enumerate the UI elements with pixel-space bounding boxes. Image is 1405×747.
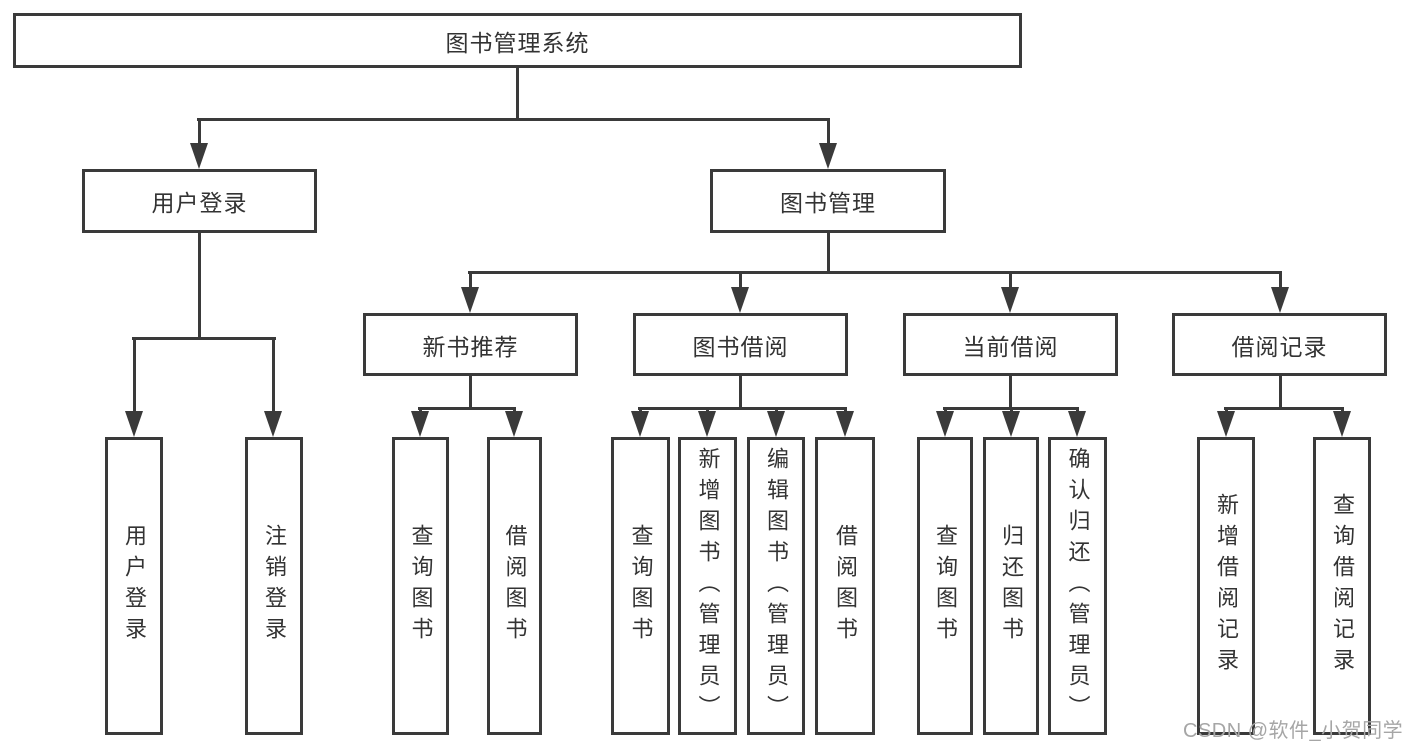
node-new-book-recommend-label: 新书推荐 <box>422 333 519 360</box>
connector-line <box>469 376 472 410</box>
arrowhead-down-icon <box>1002 411 1020 437</box>
arrowhead-down-icon <box>190 143 208 169</box>
connector-line <box>198 118 201 152</box>
leaf-add-borrow-record: 新增借阅记录 <box>1197 437 1255 735</box>
connector-line <box>198 233 201 340</box>
connector-line <box>197 118 830 121</box>
leaf-user-login: 用户登录 <box>105 437 163 735</box>
leaf-query-books-recommend-label: 查询图书 <box>408 524 434 648</box>
node-book-management: 图书管理 <box>710 169 946 233</box>
connector-line <box>133 337 136 417</box>
leaf-add-books-admin: 新增图书（管理员） <box>678 437 737 735</box>
connector-line <box>1279 376 1282 410</box>
connector-line <box>827 118 830 152</box>
leaf-query-books-current-label: 查询图书 <box>933 524 958 648</box>
node-current-borrowing: 当前借阅 <box>903 313 1118 376</box>
leaf-borrow-books-recommend: 借阅图书 <box>487 437 542 735</box>
arrowhead-down-icon <box>125 411 143 437</box>
connector-line <box>272 337 275 417</box>
arrowhead-down-icon <box>631 411 649 437</box>
connector-line <box>468 271 1282 274</box>
leaf-borrow-books-label: 借阅图书 <box>833 524 858 648</box>
arrowhead-down-icon <box>264 411 282 437</box>
connector-line <box>418 407 516 410</box>
leaf-query-books-current: 查询图书 <box>917 437 973 735</box>
connector-line <box>1009 376 1012 410</box>
connector-line <box>638 407 847 410</box>
leaf-add-borrow-record-label: 新增借阅记录 <box>1214 493 1239 679</box>
node-library-system-label: 图书管理系统 <box>445 29 590 56</box>
connector-line <box>1009 271 1012 293</box>
arrowhead-down-icon <box>1271 287 1289 313</box>
leaf-edit-books-admin-label: 编辑图书（管理员） <box>764 446 789 726</box>
leaf-user-login-label: 用户登录 <box>122 524 147 648</box>
node-book-borrowing: 图书借阅 <box>633 313 848 376</box>
connector-line <box>739 271 742 293</box>
leaf-return-books: 归还图书 <box>983 437 1039 735</box>
leaf-borrow-books-recommend-label: 借阅图书 <box>502 524 528 648</box>
arrowhead-down-icon <box>461 287 479 313</box>
leaf-add-books-admin-label: 新增图书（管理员） <box>695 446 721 726</box>
leaf-edit-books-admin: 编辑图书（管理员） <box>747 437 805 735</box>
connector-line <box>827 233 830 274</box>
arrowhead-down-icon <box>698 411 716 437</box>
node-library-system: 图书管理系统 <box>13 13 1022 68</box>
node-book-borrowing-label: 图书借阅 <box>692 333 789 360</box>
node-new-book-recommend: 新书推荐 <box>363 313 578 376</box>
leaf-query-books-borrowing-label: 查询图书 <box>628 524 654 648</box>
arrowhead-down-icon <box>819 143 837 169</box>
node-borrowing-records-label: 借阅记录 <box>1231 333 1328 360</box>
node-book-management-label: 图书管理 <box>780 190 876 216</box>
leaf-borrow-books: 借阅图书 <box>815 437 875 735</box>
leaf-confirm-return-admin: 确认归还（管理员） <box>1048 437 1107 735</box>
csdn-watermark: CSDN @软件_小贺同学 <box>1183 720 1404 742</box>
connector-line <box>132 337 276 340</box>
arrowhead-down-icon <box>1217 411 1235 437</box>
connector-line <box>1224 407 1344 410</box>
arrowhead-down-icon <box>767 411 785 437</box>
connector-line <box>469 271 472 293</box>
arrowhead-down-icon <box>1001 287 1019 313</box>
arrowhead-down-icon <box>1333 411 1351 437</box>
leaf-query-borrow-record-label: 查询借阅记录 <box>1330 493 1355 679</box>
arrowhead-down-icon <box>731 287 749 313</box>
node-user-login-label: 用户登录 <box>151 190 248 216</box>
arrowhead-down-icon <box>505 411 523 437</box>
leaf-logout: 注销登录 <box>245 437 303 735</box>
leaf-return-books-label: 归还图书 <box>999 524 1024 648</box>
leaf-query-borrow-record: 查询借阅记录 <box>1313 437 1371 735</box>
arrowhead-down-icon <box>1068 411 1086 437</box>
arrowhead-down-icon <box>836 411 854 437</box>
leaf-confirm-return-admin-label: 确认归还（管理员） <box>1065 446 1091 726</box>
node-current-borrowing-label: 当前借阅 <box>962 333 1059 360</box>
node-user-login: 用户登录 <box>82 169 317 233</box>
leaf-query-books-borrowing: 查询图书 <box>611 437 670 735</box>
arrowhead-down-icon <box>411 411 429 437</box>
arrowhead-down-icon <box>936 411 954 437</box>
connector-line <box>516 68 519 121</box>
leaf-logout-label: 注销登录 <box>262 524 287 648</box>
leaf-query-books-recommend: 查询图书 <box>392 437 449 735</box>
connector-line <box>739 376 742 410</box>
connector-line <box>1279 271 1282 293</box>
node-borrowing-records: 借阅记录 <box>1172 313 1387 376</box>
